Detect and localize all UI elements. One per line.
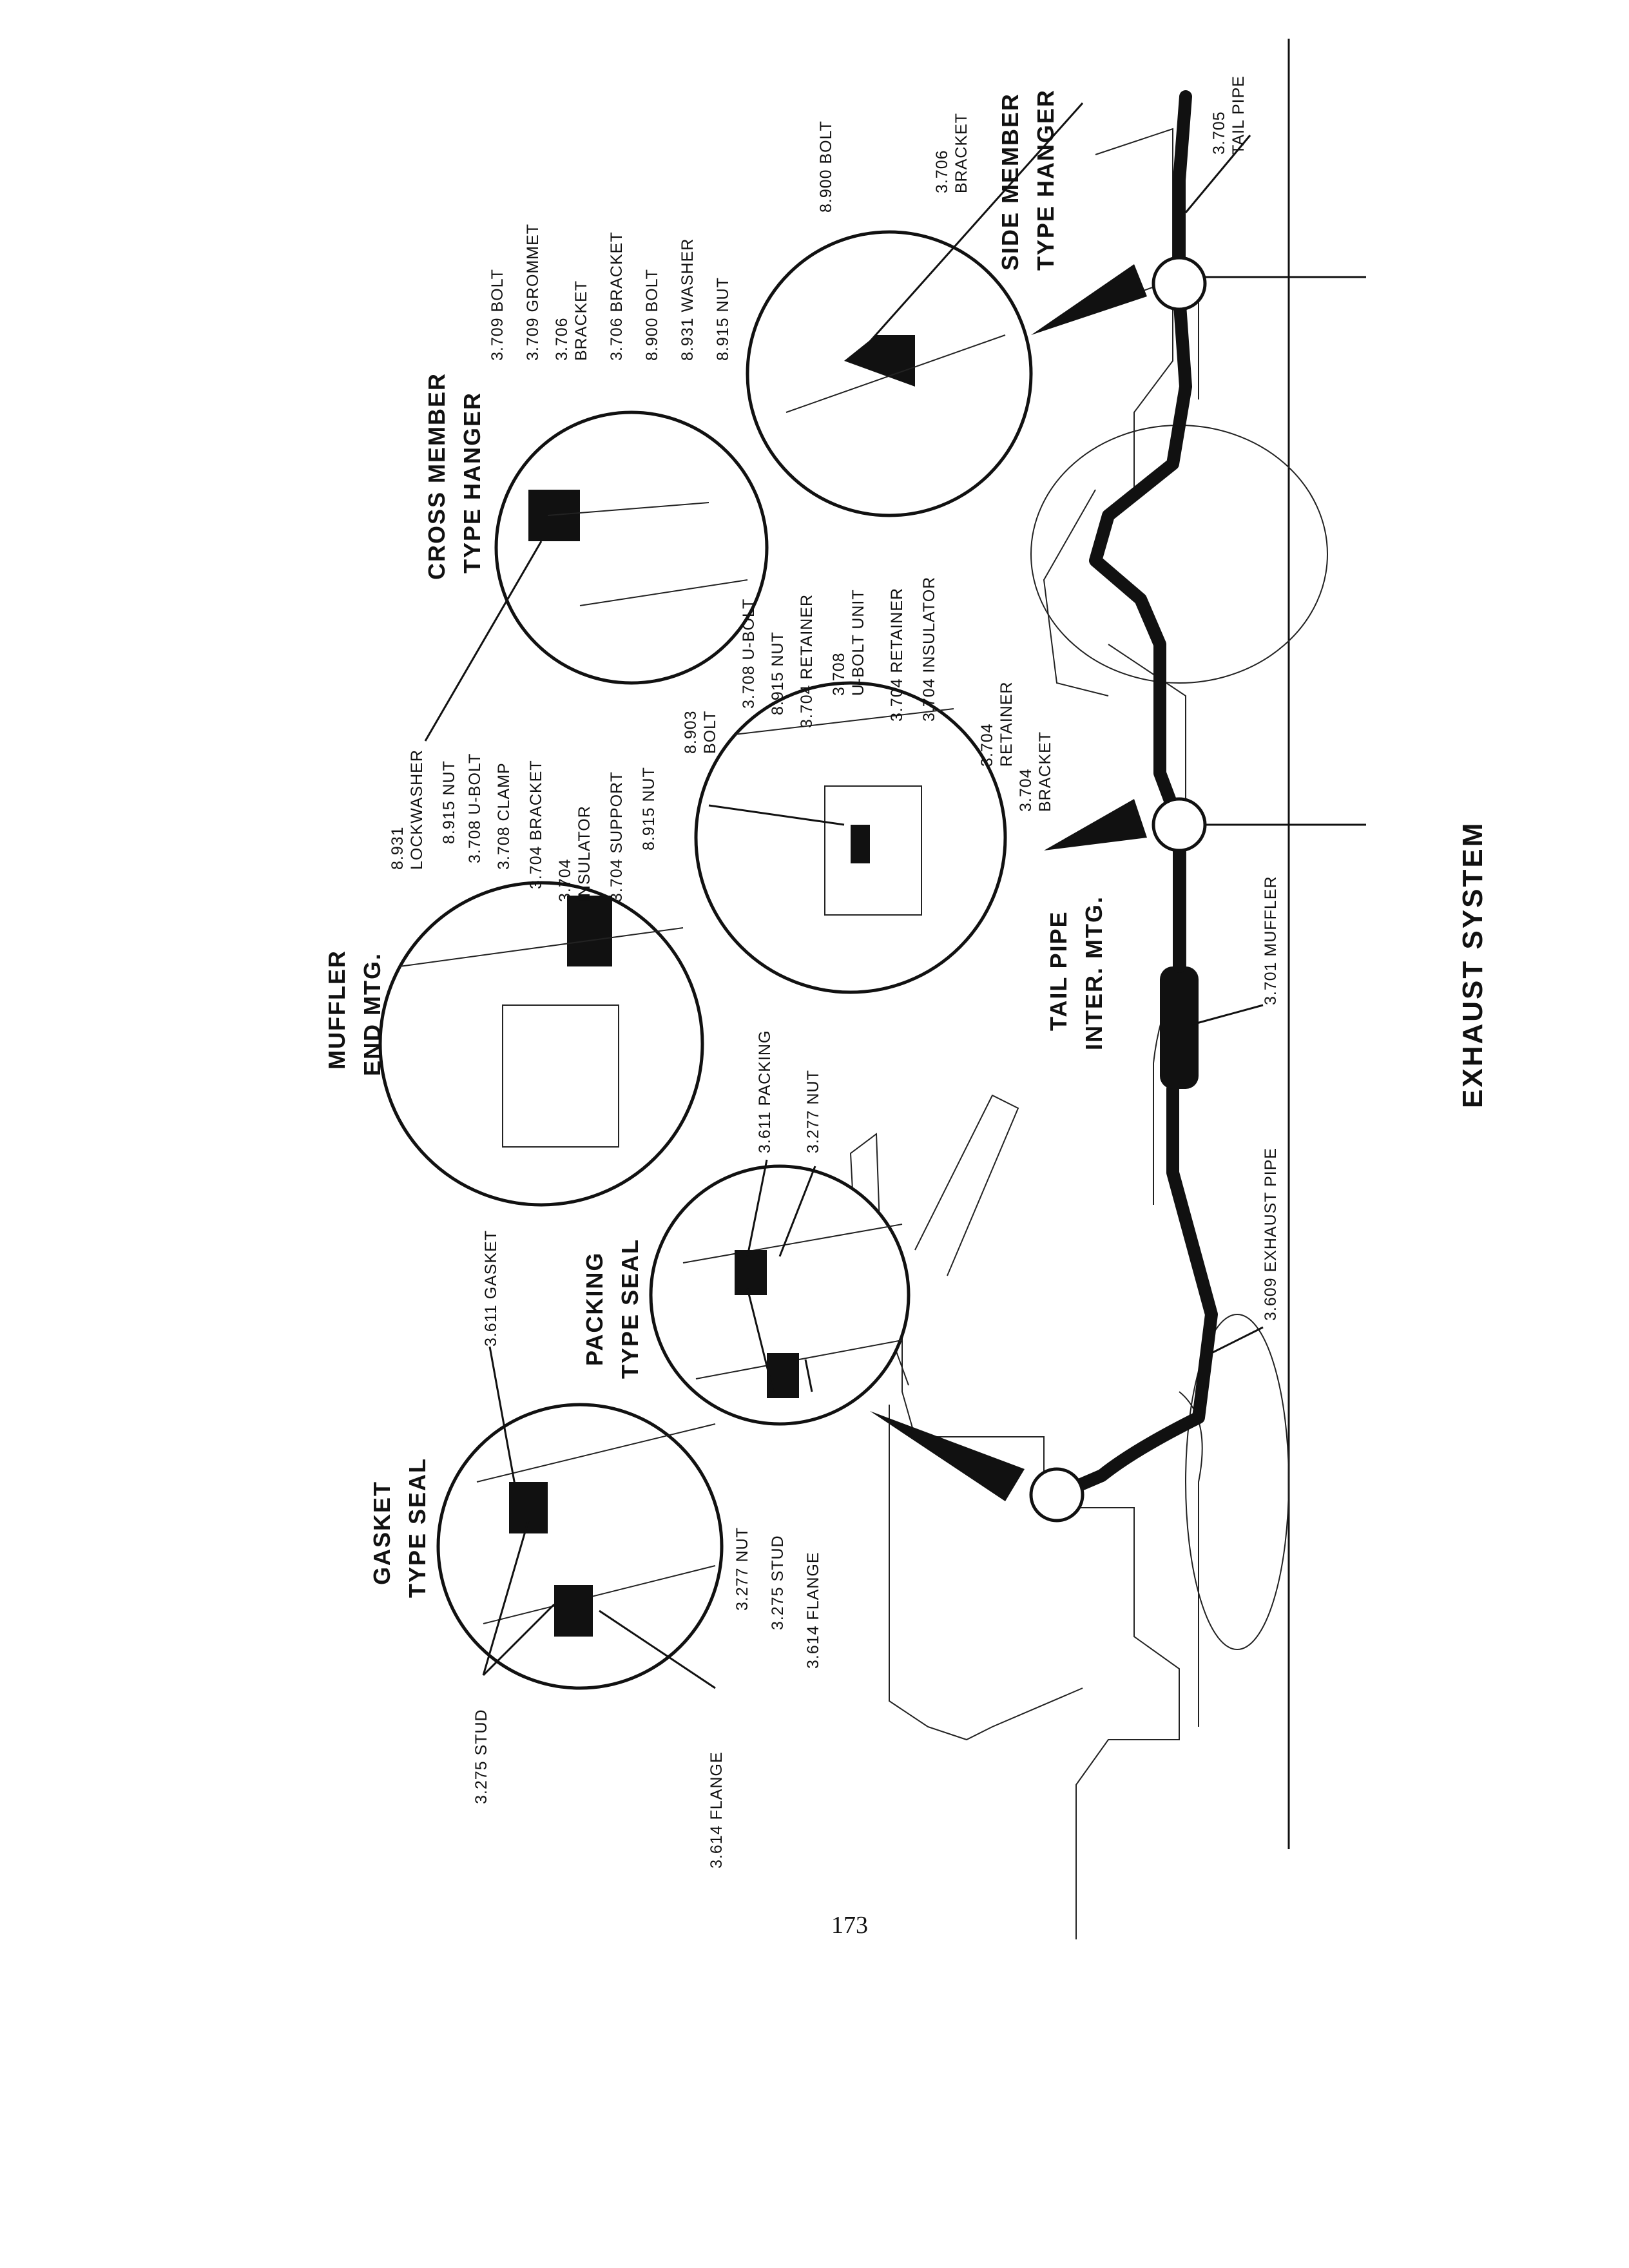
callout-c-3709-bolt: 3.709 BOLT: [488, 269, 506, 361]
detail-side-member: [746, 230, 1033, 517]
callout-m-3704-insulator-1: 3.704: [556, 858, 574, 902]
heading-tail-inter-1: TAIL PIPE: [1045, 910, 1072, 1031]
callout-m-3708-ubolt: 3.708 U-BOLT: [466, 753, 484, 863]
callout-gasket-3611: 3.611 GASKET: [482, 1230, 500, 1347]
callout-t-8915-nut2: 8.915 NUT: [769, 631, 787, 715]
callout-c-3706-bracket2: 3.706 BRACKET: [608, 231, 626, 361]
exhaust-pipe-run: [1050, 90, 1218, 1501]
heading-gasket-seal-1: GASKET: [369, 1481, 395, 1585]
callout-c-8915-nut: 8.915 NUT: [714, 277, 732, 361]
callout-c-3706-bracket-2: BRACKET: [572, 280, 590, 361]
arrow-gasket: [870, 1411, 1025, 1501]
callout-gasket-3275-stud: 3.275 STUD: [472, 1709, 490, 1804]
muffler-shape: [1160, 966, 1199, 1089]
heading-packing-seal-1: PACKING: [581, 1252, 608, 1366]
callout-mid-3614-flange: 3.614 FLANGE: [804, 1552, 822, 1669]
location-marker-side: [1152, 256, 1207, 311]
heading-muffler-end-2: END MTG.: [359, 952, 385, 1076]
callout-t-3708-unit-1: 3.708: [830, 652, 848, 696]
arrow-side: [1031, 264, 1147, 335]
callout-t-8915-nut: 8.915 NUT: [640, 767, 658, 850]
heading-gasket-seal-2: TYPE SEAL: [404, 1457, 430, 1598]
heading-muffler-end-1: MUFFLER: [323, 950, 350, 1070]
callout-t-3708-ubolt: 3.708 U-BOLT: [740, 599, 758, 709]
location-marker-gasket: [1029, 1467, 1084, 1523]
detail-cross-member: [494, 410, 769, 685]
callout-m-8915-nut: 8.915 NUT: [440, 760, 458, 844]
heading-cross-member-2: TYPE HANGER: [459, 392, 485, 573]
heading-cross-member-1: CROSS MEMBER: [423, 372, 450, 580]
callout-c-3709-grommet: 3.709 GROMMET: [524, 224, 542, 361]
detail-gasket-seal: [436, 1403, 724, 1690]
diagram-title: EXHAUST SYSTEM: [1457, 822, 1489, 1108]
arrow-tail-inter: [1044, 799, 1147, 850]
callout-mid-3275-stud: 3.275 STUD: [769, 1535, 787, 1630]
callout-exhaust-pipe: 3.609 EXHAUST PIPE: [1262, 1148, 1280, 1321]
callout-s-8900-bolt: 8.900 BOLT: [817, 120, 835, 213]
callout-packing-3277-nut: 3.277 NUT: [804, 1070, 822, 1153]
heading-packing-seal-2: TYPE SEAL: [617, 1238, 643, 1379]
callout-t-3704-retainer3-2: RETAINER: [998, 681, 1016, 767]
callout-t-3704-retainer2: 3.704 RETAINER: [888, 588, 906, 722]
callout-t-3704-retainer: 3.704 RETAINER: [798, 594, 816, 728]
callout-s-3705-tail-2: TAIL PIPE: [1229, 75, 1248, 155]
callout-muffler: 3.701 MUFFLER: [1262, 876, 1280, 1005]
heading-side-member-1: SIDE MEMBER: [997, 93, 1023, 271]
callout-gasket-3614-flange: 3.614 FLANGE: [708, 1751, 726, 1869]
callout-c-8900-bolt: 8.900 BOLT: [643, 269, 661, 361]
callout-t-3708-unit-2: U-BOLT UNIT: [849, 589, 867, 696]
detail-muffler-end: [378, 881, 704, 1207]
callout-lockwasher-2: LOCKWASHER: [408, 749, 426, 870]
callout-mid-3277-nut: 3.277 NUT: [733, 1527, 751, 1611]
callout-s-3705-tail-1: 3.705: [1210, 111, 1228, 155]
callout-t-3704-bracket-1: 3.704: [1017, 768, 1035, 812]
callout-t-8903-bolt-1: 8.903: [682, 710, 700, 754]
callout-c-8931-washer: 8.931 WASHER: [679, 238, 697, 361]
callout-m-3708-clamp: 3.708 CLAMP: [495, 762, 513, 870]
page-number: 173: [831, 1912, 868, 1939]
callout-packing-3611: 3.611 PACKING: [756, 1030, 774, 1153]
callout-m-3704-bracket: 3.704 BRACKET: [527, 760, 545, 889]
callout-c-3706-bracket-1: 3.706: [553, 317, 571, 361]
leader-lines: [424, 102, 1264, 1689]
heading-side-member-2: TYPE HANGER: [1032, 89, 1059, 271]
callout-lockwasher-1: 8.931: [389, 826, 407, 870]
detail-packing-seal: [649, 1164, 911, 1426]
callout-t-8903-bolt-2: BOLT: [701, 711, 719, 754]
callout-s-3706-bracket-2: BRACKET: [952, 113, 970, 193]
callout-t-3704-bracket-2: BRACKET: [1036, 731, 1054, 812]
callout-m-3704-insulator-2: INSULATOR: [575, 805, 593, 902]
callout-t-3704-retainer3-1: 3.704: [978, 723, 996, 767]
heading-tail-inter-2: INTER. MTG.: [1081, 896, 1107, 1050]
detail-tail-pipe-inter: [694, 681, 1007, 994]
callout-m-3704-support: 3.704 SUPPORT: [608, 771, 626, 902]
location-marker-tail-inter: [1152, 797, 1207, 852]
callout-s-3706-bracket-1: 3.706: [933, 149, 951, 193]
callout-t-3704-insulator: 3.704 INSULATOR: [920, 577, 938, 722]
